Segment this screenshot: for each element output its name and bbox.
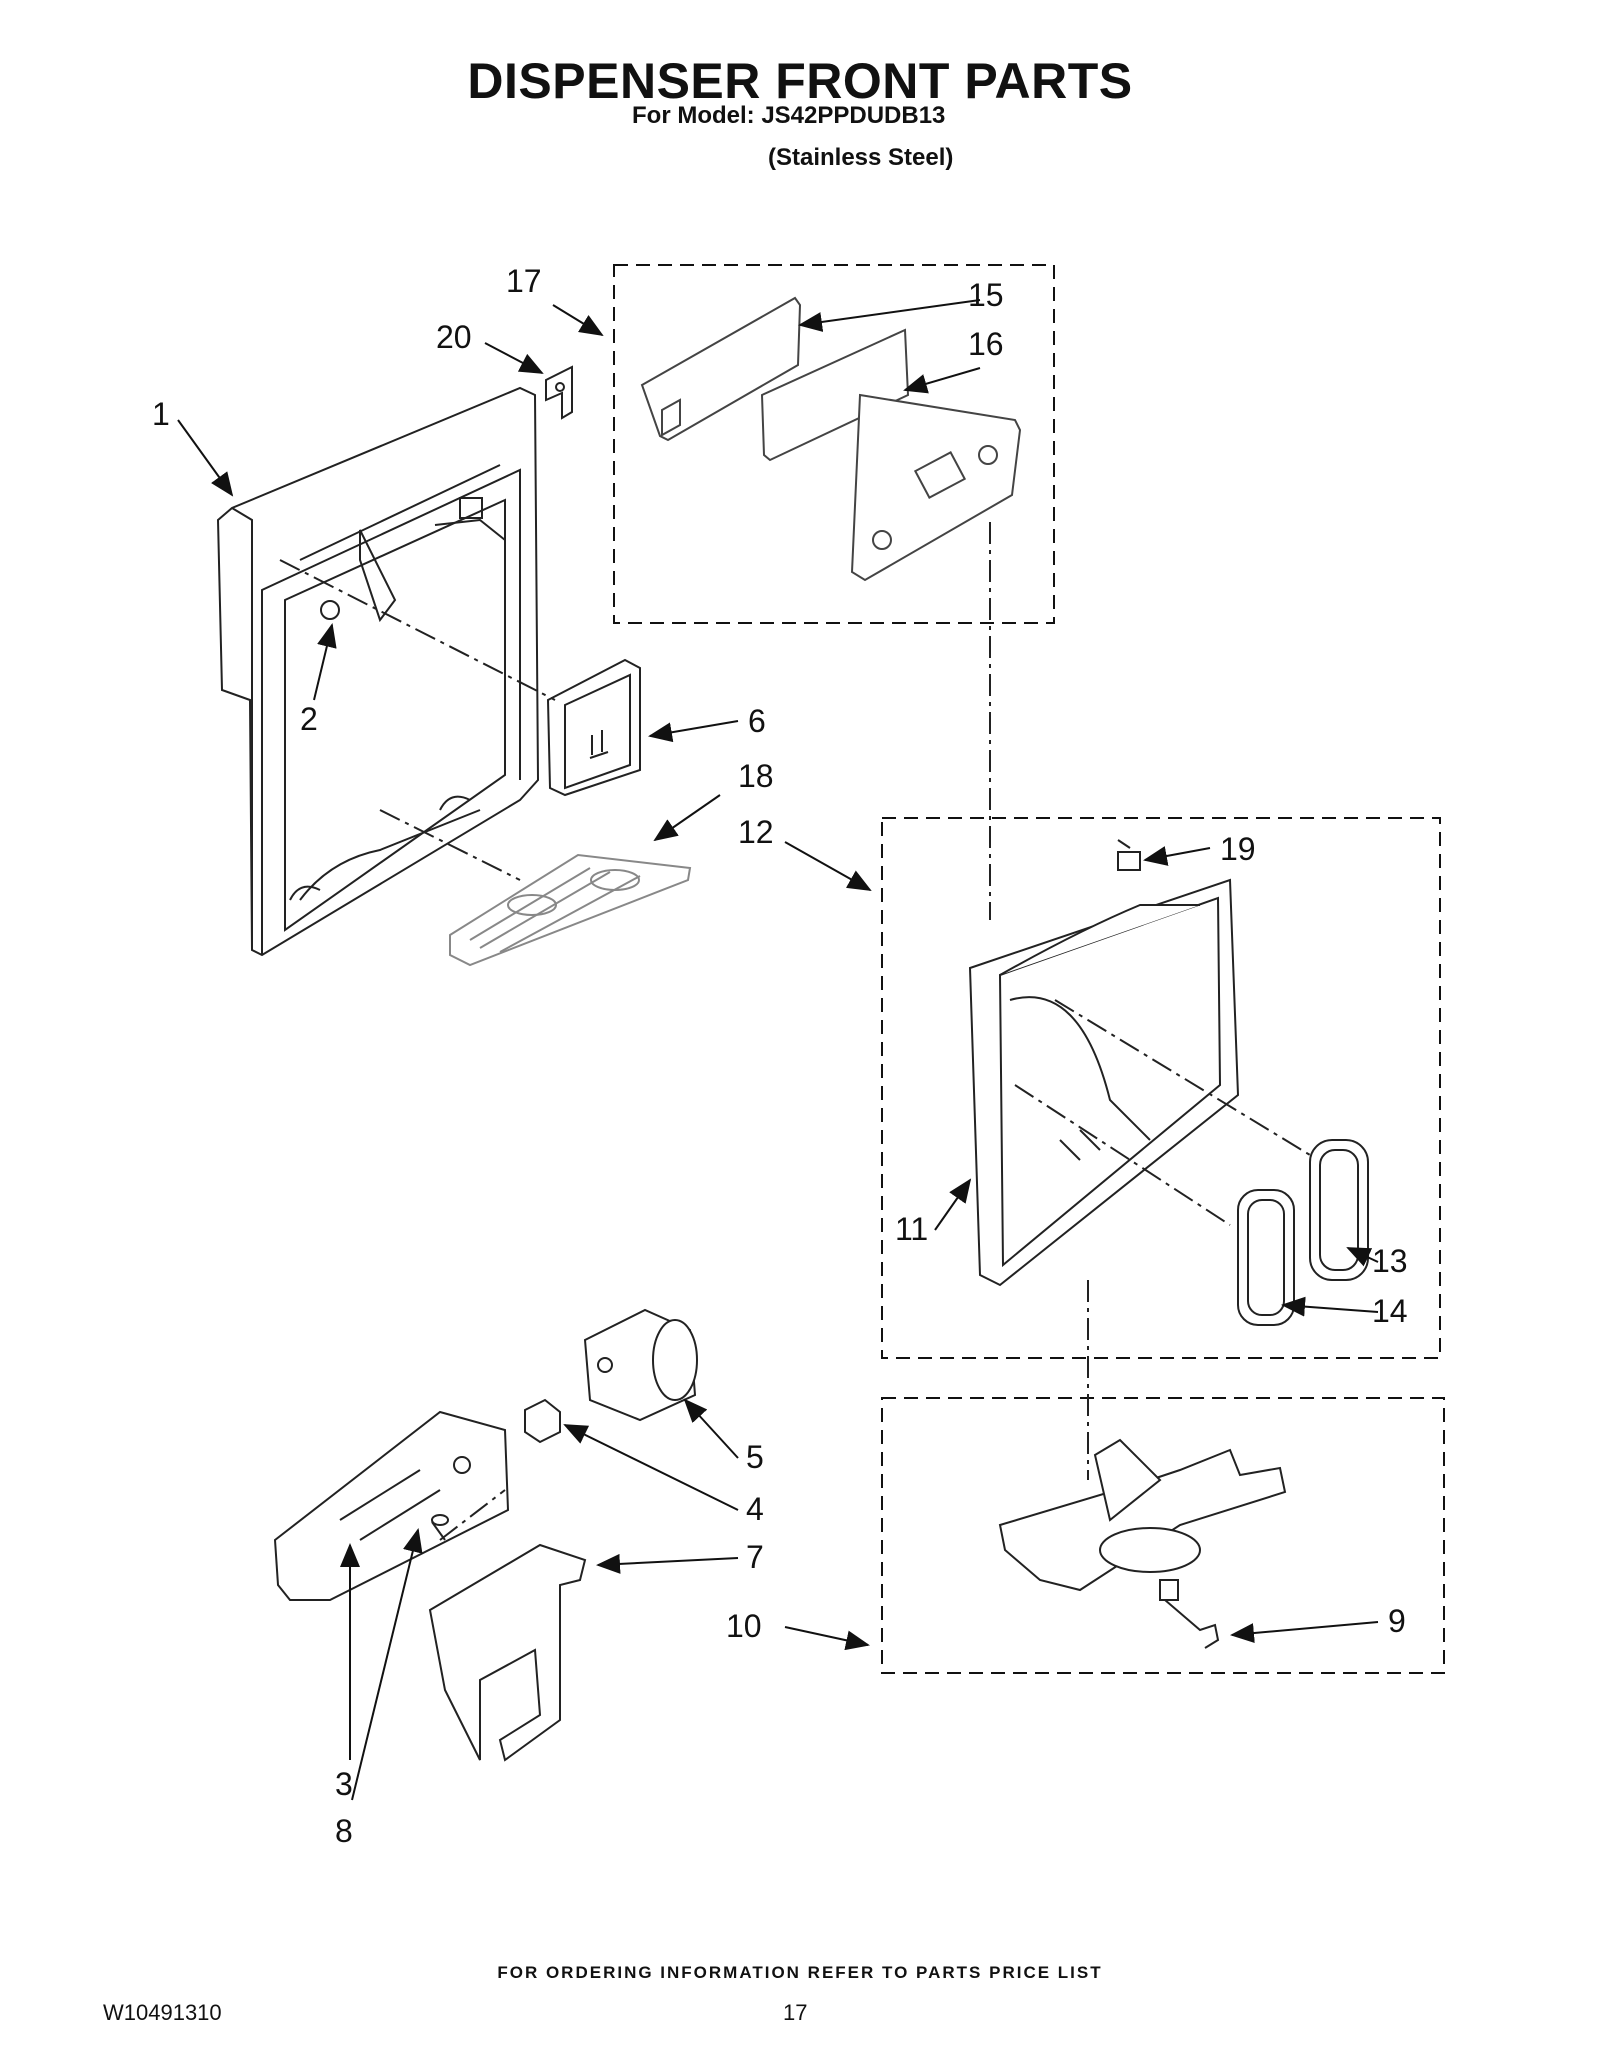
model-subtitle: For Model: JS42PPDUDB13 — [632, 102, 946, 129]
callout-7: 7 — [746, 1539, 764, 1575]
callout-8: 8 — [335, 1813, 353, 1849]
callout-20: 20 — [436, 319, 472, 355]
callout-5: 5 — [746, 1439, 764, 1475]
document-number: W10491310 — [103, 2000, 222, 2025]
callout-6: 6 — [748, 703, 766, 739]
callout-12: 12 — [738, 814, 774, 850]
page-title: DISPENSER FRONT PARTS — [467, 53, 1133, 109]
part-switch — [1117, 839, 1141, 871]
part-dispenser-housing — [968, 878, 1240, 1287]
group-box-upper-controls — [613, 264, 1055, 624]
callout-11: 11 — [895, 1211, 928, 1247]
callout-17: 17 — [506, 263, 542, 299]
part-drip-tray — [449, 853, 692, 967]
group-box-dispenser-housing — [881, 817, 1441, 1359]
part-actuator-arm — [428, 1543, 587, 1762]
finish-subtitle: (Stainless Steel) — [768, 144, 954, 171]
page-number: 17 — [783, 2000, 808, 2025]
callout-19: 19 — [1220, 831, 1256, 867]
callout-14: 14 — [1372, 1293, 1408, 1329]
part-control-boards — [640, 296, 1022, 582]
callout-2: 2 — [300, 701, 318, 737]
callout-15: 15 — [968, 277, 1004, 313]
part-bracket — [545, 365, 573, 420]
part-cam — [524, 1398, 561, 1444]
part-dispenser-frame — [216, 386, 540, 957]
callout-18: 18 — [738, 758, 774, 794]
leader-arrows — [177, 299, 1379, 1801]
ordering-note: FOR ORDERING INFORMATION REFER TO PARTS … — [497, 1963, 1103, 1982]
part-fitting — [1159, 1579, 1220, 1649]
part-dispenser-pad — [546, 658, 641, 797]
callout-10: 10 — [726, 1608, 762, 1644]
callout-1: 1 — [152, 396, 170, 432]
part-lever-assembly — [273, 1410, 510, 1601]
callout-4: 4 — [746, 1491, 764, 1527]
part-paddles — [1237, 1139, 1369, 1326]
callout-3: 3 — [335, 1766, 353, 1802]
part-ice-chute — [998, 1438, 1287, 1592]
reference-lines — [279, 522, 1311, 1541]
callout-9: 9 — [1388, 1603, 1406, 1639]
part-motor — [583, 1308, 698, 1422]
callout-16: 16 — [968, 326, 1004, 362]
callout-13: 13 — [1372, 1243, 1408, 1279]
